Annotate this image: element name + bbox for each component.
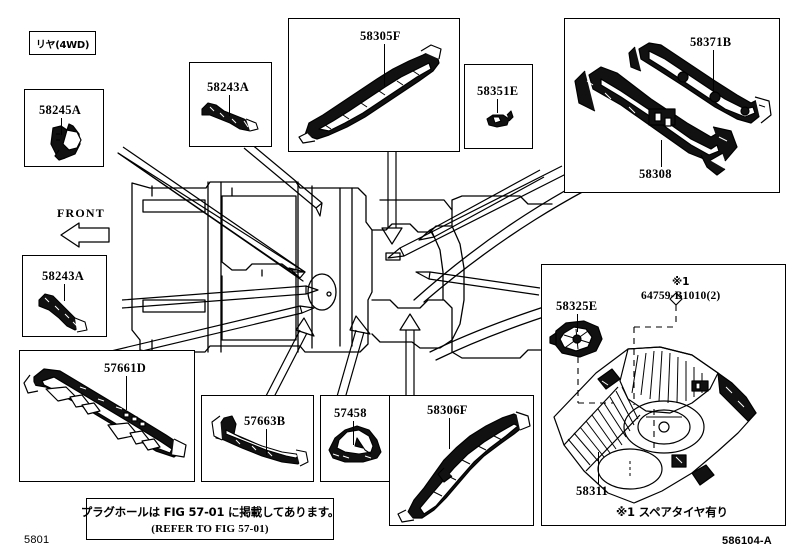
callout-box-58245a	[24, 89, 104, 167]
asterisk-part-number: 64759-B1010(2)	[641, 290, 721, 303]
part-illustration-rear-floor-pan	[549, 292, 757, 504]
leader-57458	[353, 421, 355, 445]
callout-box-58305f	[288, 18, 460, 152]
callout-box-57661d	[19, 350, 195, 482]
part-label-57663b: 57663B	[244, 414, 286, 428]
callout-box-58351e	[464, 64, 533, 149]
part-illustration-58371b-58308	[574, 42, 772, 176]
section-tag-label: リヤ(4WD)	[35, 39, 90, 51]
asterisk-mark-1: ※1	[671, 276, 690, 288]
leader-58351e	[497, 99, 499, 113]
leader-58325e	[577, 314, 579, 332]
sheet-id-left: 5801	[24, 534, 50, 546]
leader-58245a	[61, 118, 63, 135]
callout-box-57663b	[201, 395, 314, 482]
front-direction-label: FRONT	[57, 206, 105, 220]
callout-box-58306f	[389, 395, 534, 526]
reference-note-english: (REFER TO FIG 57-01)	[151, 522, 269, 535]
leader-58306f	[449, 418, 451, 449]
part-label-58243a-left: 58243A	[42, 269, 85, 283]
part-illustration-58243a-left	[38, 293, 88, 333]
footnote-spare-tire: ※1 スペアタイヤ有り	[616, 505, 728, 519]
part-illustration-57663b	[211, 415, 309, 467]
reference-note-box: プラグホールは FIG 57-01 に掲載してあります。 (REFER TO F…	[81, 498, 339, 540]
part-illustration-57661d	[23, 368, 187, 458]
part-label-58308: 58308	[639, 167, 672, 181]
leader-58305f	[384, 44, 386, 86]
part-illustration-58351e	[486, 110, 514, 128]
part-label-58306f: 58306F	[427, 403, 468, 417]
part-label-57458: 57458	[334, 406, 367, 420]
leader-58243a-top	[229, 95, 231, 116]
part-label-58325e: 58325E	[556, 299, 598, 313]
leader-58243a-left	[64, 284, 66, 301]
part-label-58351e: 58351E	[477, 84, 519, 98]
part-label-57661d: 57661D	[104, 361, 147, 375]
part-illustration-58243a-top	[201, 102, 259, 132]
part-illustration-57458	[328, 425, 382, 463]
callout-box-58371b-58308	[564, 18, 780, 193]
front-arrow-icon	[60, 222, 110, 248]
part-label-58311: 58311	[576, 484, 609, 498]
reference-note-japanese: プラグホールは FIG 57-01 に掲載してあります。	[80, 504, 340, 519]
part-label-58245a: 58245A	[39, 103, 82, 117]
part-label-58243a-top: 58243A	[207, 80, 250, 94]
part-illustration-58245a	[50, 123, 82, 161]
leader-58371b	[713, 50, 715, 92]
part-illustration-58306f	[397, 411, 531, 523]
leader-57661d	[126, 376, 128, 410]
leader-58311	[598, 452, 600, 484]
part-label-58371b: 58371B	[690, 35, 732, 49]
leader-58308	[661, 140, 663, 167]
leader-57663b	[266, 429, 268, 455]
sheet-id-right: 586104-A	[722, 535, 772, 547]
part-illustration-58305f	[298, 44, 442, 144]
footnote-64759-callout: ※1 64759-B1010(2)	[641, 276, 720, 304]
callout-box-rear-floor-assembly	[541, 264, 786, 526]
callout-box-57458	[320, 395, 395, 482]
part-label-58305f: 58305F	[360, 29, 401, 43]
callout-box-58243a-top	[189, 62, 272, 147]
section-tag-rear-4wd: リヤ(4WD)	[29, 31, 96, 55]
